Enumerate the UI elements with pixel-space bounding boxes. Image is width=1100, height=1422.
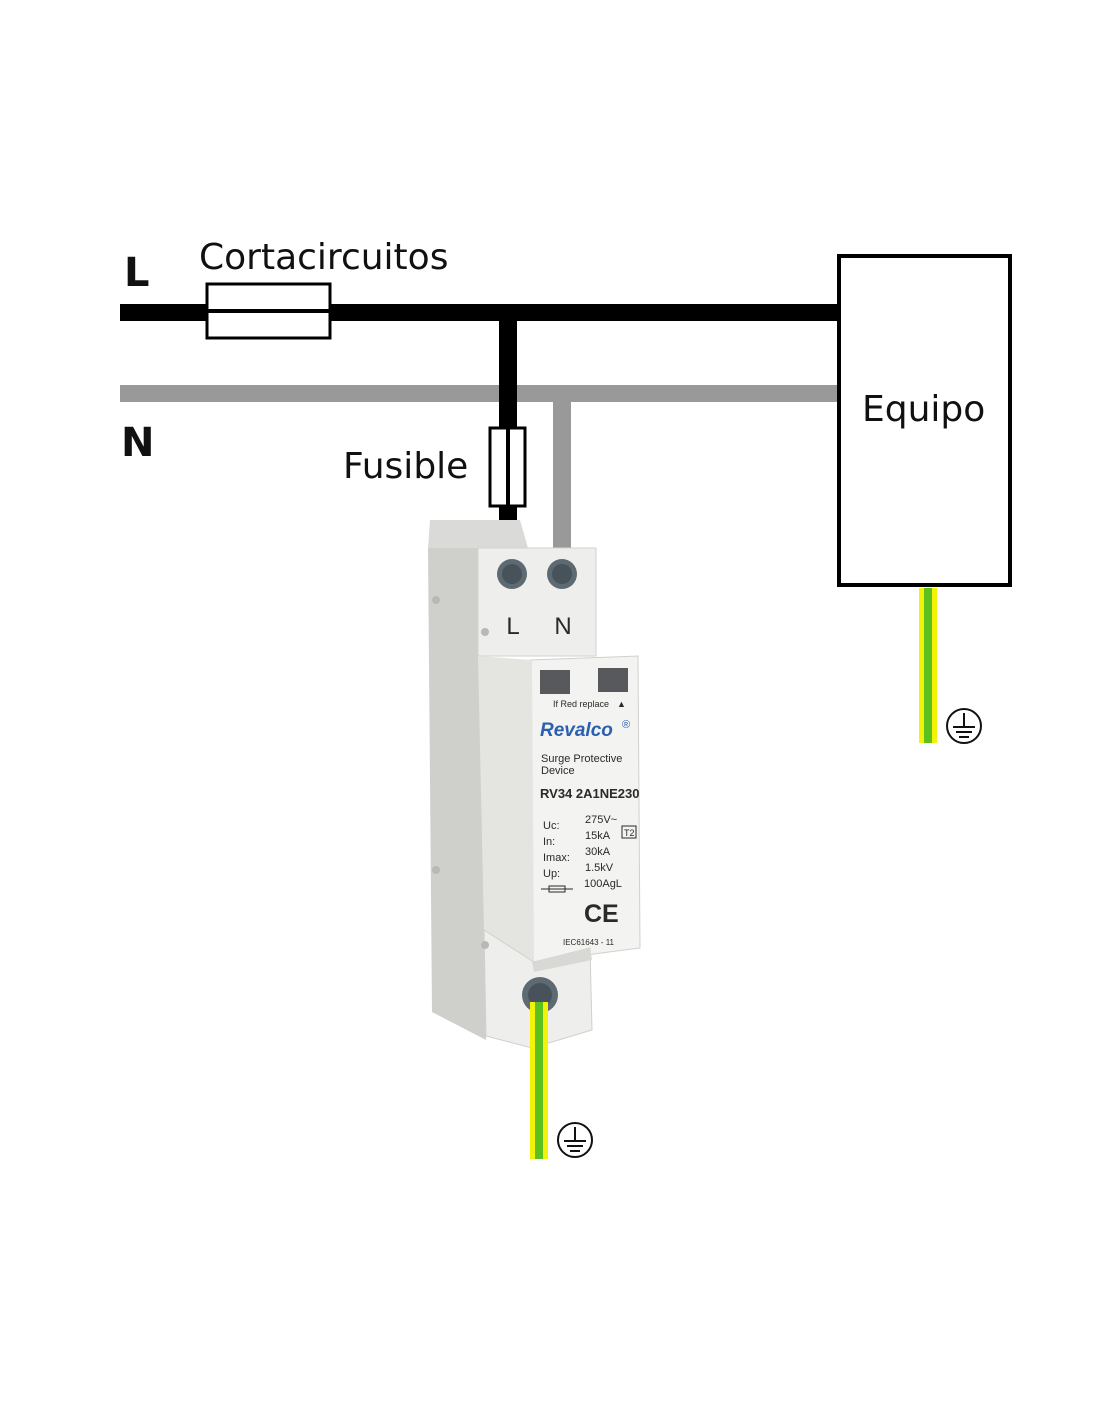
neutral-conductor [120, 385, 840, 563]
spd-earth-wire [530, 1002, 548, 1159]
status-window-2 [598, 668, 628, 692]
brand-logo: Revalco [540, 720, 613, 741]
spec-table: Uc: 275V~ In: 15kA Imax: 30kA Up: 1.5kV … [541, 814, 637, 893]
indicator-text: If Red replace [553, 699, 609, 709]
spd-side-panel [428, 548, 486, 1040]
class-badge: T2 [624, 828, 635, 838]
terminal-l-label: L [506, 613, 519, 640]
spd-ground-icon [557, 1122, 593, 1158]
device-description-line1: Surge Protective [541, 753, 622, 765]
indicator-arrow: ▲ [617, 699, 626, 709]
model-number: RV34 2A1NE230 [540, 786, 640, 801]
spec-value: 100AgL [584, 878, 622, 890]
device-description-line2: Device [541, 765, 575, 777]
equipment-box [837, 254, 1012, 587]
status-window-1 [540, 670, 570, 694]
spd-terminal-block [477, 547, 597, 657]
spec-key: Uc: [543, 820, 560, 832]
spec-value: 275V~ [585, 814, 617, 826]
spec-key: In: [543, 836, 555, 848]
equipment-ground-icon [946, 708, 982, 744]
surge-protective-device: L N If Red replace ▲ Revalco ® Surge Pro… [428, 520, 641, 1049]
circuit-breaker-symbol [205, 282, 332, 340]
brand-registered-mark: ® [622, 719, 630, 731]
spec-key: Up: [543, 868, 560, 880]
fuse-symbol [488, 426, 527, 508]
line-label: L [124, 250, 150, 296]
spd-top-ledge [428, 520, 528, 548]
spec-value: 15kA [585, 830, 611, 842]
equipment-label: Equipo [862, 389, 985, 430]
equipment-earth-wire [919, 588, 937, 743]
standard-label: IEC61643 - 11 [563, 938, 615, 947]
spec-value: 30kA [585, 846, 611, 858]
ce-mark: CE [584, 900, 619, 928]
breaker-label: Cortacircuitos [199, 237, 448, 278]
spec-value: 1.5kV [585, 862, 614, 874]
spec-key: Imax: [543, 852, 570, 864]
fuse-rating-icon [541, 885, 573, 893]
terminal-n-label: N [554, 613, 571, 640]
fuse-label: Fusible [343, 446, 468, 487]
spd-module-side [478, 656, 534, 962]
neutral-label: N [121, 420, 154, 466]
